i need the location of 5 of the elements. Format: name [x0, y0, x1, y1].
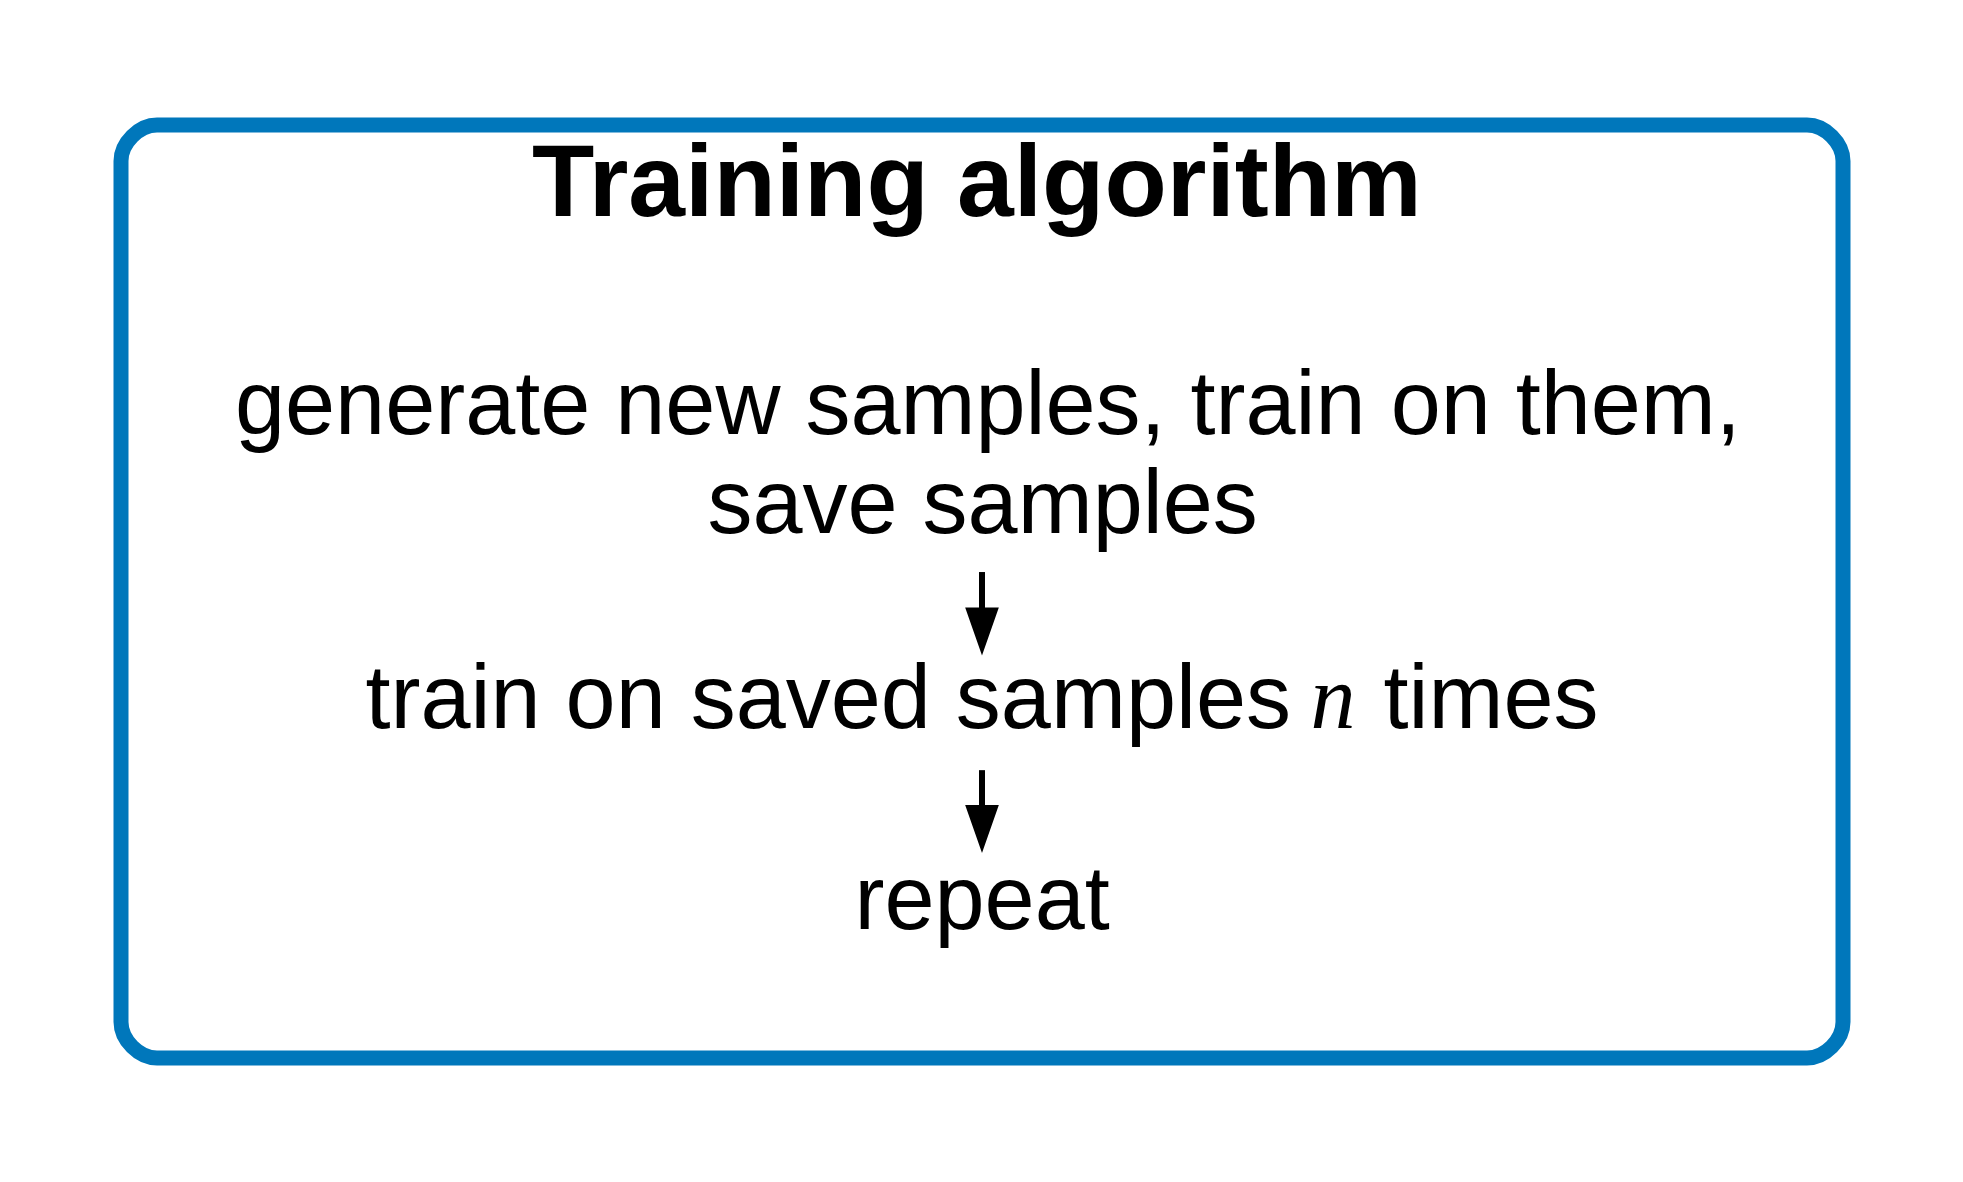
arrow [964, 571, 999, 656]
arrow [964, 769, 999, 853]
node-text: generate new samples, train on them, save samples [234, 352, 1741, 552]
node-text: repeat [854, 847, 1110, 948]
node-text: train on saved samples n times [365, 646, 1599, 747]
